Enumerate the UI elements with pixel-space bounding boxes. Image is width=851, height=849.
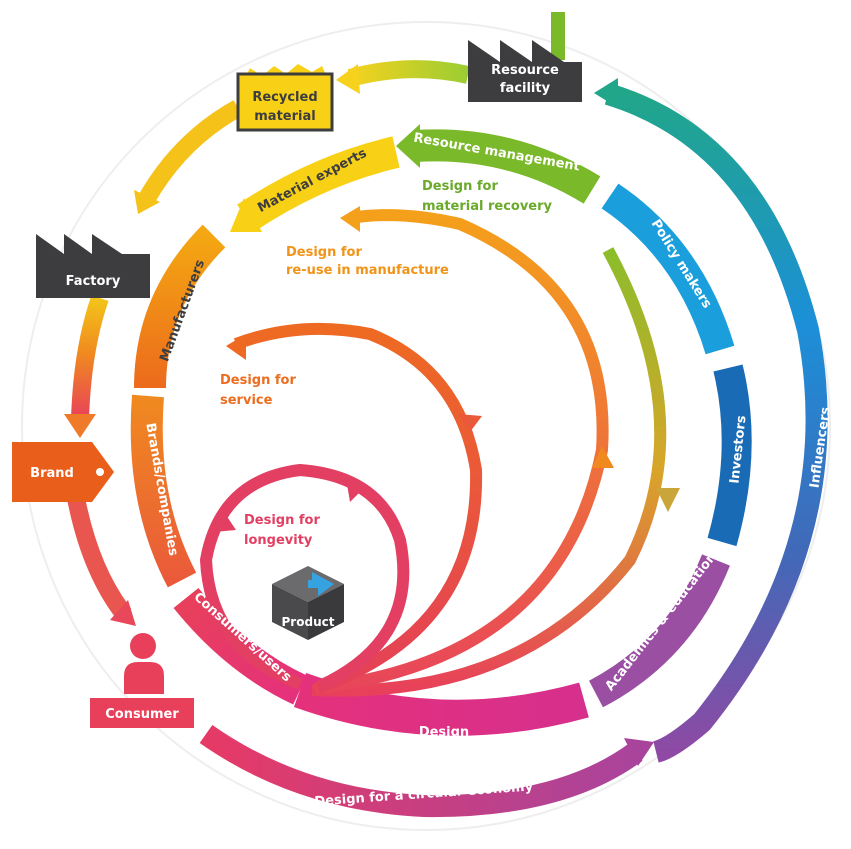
recycled-label-1: Recycled <box>252 90 317 105</box>
arrow-recycled-to-factory <box>138 100 243 205</box>
resource-facility-node: Resource facility <box>468 12 582 102</box>
loop-material-recovery <box>311 247 667 697</box>
product-label: Product <box>282 615 335 629</box>
bin-frame <box>236 72 334 132</box>
person-icon <box>130 633 156 659</box>
facility-chimney <box>551 12 565 60</box>
reuse-label-2: re-use in manufacture <box>286 263 449 278</box>
arrowhead-service-side <box>458 414 482 432</box>
loop-reuse <box>315 209 609 694</box>
brand-node: Brand <box>12 442 114 502</box>
band-design-circular <box>199 724 643 818</box>
factory-node: Factory <box>36 234 150 298</box>
arrow-brand-to-consumer <box>67 496 132 620</box>
tag-icon <box>12 442 114 502</box>
arrowhead-reuse-side <box>592 446 614 468</box>
arrowhead-circular <box>624 738 654 766</box>
service-label-1: Design for <box>220 373 296 388</box>
investors-label: Investors <box>727 415 749 485</box>
box-left-face <box>272 584 308 640</box>
arrow-facility-to-recycled <box>347 60 470 87</box>
loop-longevity <box>199 463 410 692</box>
box-right-face <box>308 584 344 640</box>
arrowhead-consumer <box>110 600 136 626</box>
band-brands-companies <box>130 394 197 588</box>
arrowhead-recovery-up <box>656 488 680 512</box>
band-resource-management <box>414 129 601 204</box>
arrowhead-longevity-left <box>214 512 236 532</box>
longevity-label-2: longevity <box>244 533 313 548</box>
policy-makers-label: Policy makers <box>648 217 715 311</box>
facility-label-2: facility <box>500 81 551 96</box>
design-label: Design <box>419 725 469 740</box>
band-academics <box>588 554 730 708</box>
consumer-node: Consumer <box>90 633 194 728</box>
band-design <box>293 673 589 736</box>
outer-halo <box>21 21 831 831</box>
band-policy-makers <box>601 183 735 355</box>
consumer-label: Consumer <box>105 707 179 722</box>
arrowhead-reuse-top <box>340 206 360 232</box>
longevity-label-1: Design for <box>244 513 320 528</box>
band-manufacturers <box>134 224 226 389</box>
recycled-label-2: material <box>254 109 315 124</box>
band-investors <box>707 364 752 547</box>
arrowhead-influencers <box>594 78 618 108</box>
band-material-experts <box>237 136 400 232</box>
arrowhead-recycled <box>336 64 360 94</box>
factory-icon <box>36 234 150 298</box>
band-influencers <box>604 83 828 763</box>
arrowhead-longevity-top <box>346 478 364 502</box>
person-body <box>124 662 164 694</box>
facility-label-1: Resource <box>491 63 559 78</box>
recovery-label-2: material recovery <box>422 199 553 214</box>
box-arrow <box>308 572 334 596</box>
arrowhead-material-experts <box>230 198 262 232</box>
recycled-material-node: Recycled material <box>236 64 334 132</box>
arrowhead-factory <box>134 190 160 214</box>
arrowhead-service-top <box>226 334 246 360</box>
service-label-2: service <box>220 393 273 408</box>
brand-label: Brand <box>30 466 74 481</box>
product-node: Product <box>272 566 344 640</box>
recovery-label-1: Design for <box>422 179 498 194</box>
reuse-label-1: Design for <box>286 245 362 260</box>
arrow-factory-to-brand <box>71 295 109 421</box>
tag-hole <box>96 468 104 476</box>
consumer-banner <box>90 698 194 728</box>
factory-label: Factory <box>66 274 121 289</box>
factory-icon <box>468 40 582 102</box>
arrowhead-resource-management <box>396 124 420 168</box>
arrowhead-brand <box>64 414 96 438</box>
